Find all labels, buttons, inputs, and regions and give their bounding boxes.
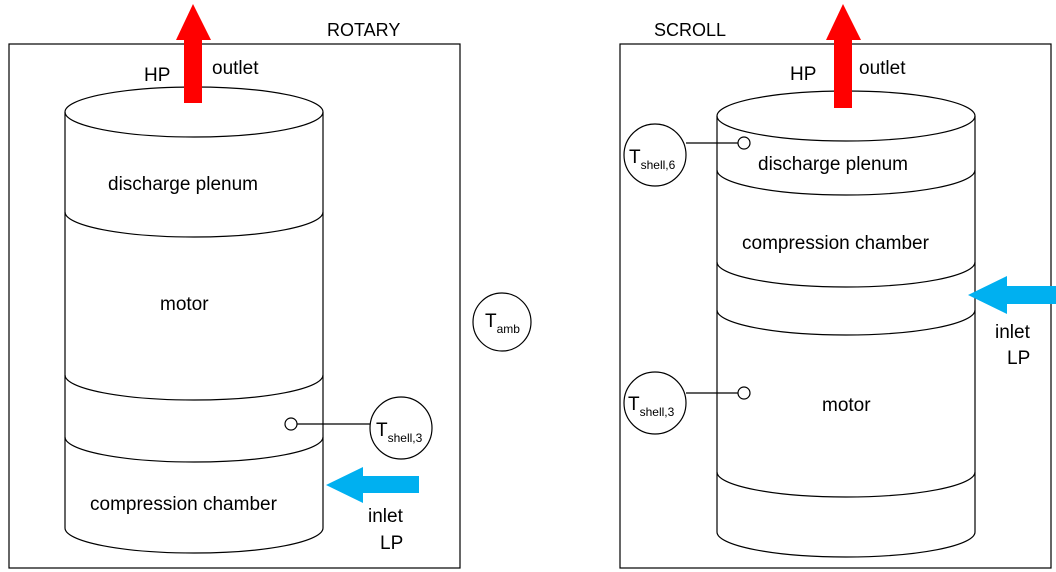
rotary-shell3-probe: Tshell,3 xyxy=(284,396,433,460)
rotary-divider-3 xyxy=(64,436,324,463)
ambient-text: Tamb xyxy=(485,311,520,336)
scroll-shell6-sensor-point xyxy=(737,136,751,150)
rotary-cylinder xyxy=(64,86,324,554)
scroll-cylinder xyxy=(716,90,976,558)
rotary-frame xyxy=(8,43,461,569)
scroll-cylinder-bottom xyxy=(716,531,976,558)
rotary-lp-label: LP xyxy=(380,533,403,554)
scroll-lp-label: LP xyxy=(1007,348,1030,369)
rotary-inlet-label: inlet xyxy=(368,506,404,527)
scroll-hp-label: HP xyxy=(790,64,816,85)
scroll-outlet-arrow xyxy=(826,4,861,108)
scroll-shell3-probe: Tshell,3 xyxy=(623,371,751,435)
scroll-discharge-plenum-label: discharge plenum xyxy=(758,154,908,175)
scroll-shell3-sensor-point xyxy=(737,386,751,400)
rotary-hp-label: HP xyxy=(144,65,170,86)
ambient-probe: Tamb xyxy=(472,292,532,352)
scroll-outlet-label: outlet xyxy=(859,58,906,79)
scroll-divider-1 xyxy=(716,169,976,196)
rotary-compression-chamber-label: compression chamber xyxy=(90,494,278,515)
rotary-shell3-bubble xyxy=(369,396,433,460)
scroll-divider-4 xyxy=(716,471,976,498)
scroll-shell3-text: Tshell,3 xyxy=(628,394,675,419)
rotary-divider-2 xyxy=(64,374,324,401)
scroll-shell6-text: Tshell,6 xyxy=(629,147,676,172)
rotary-outlet-label: outlet xyxy=(212,58,259,79)
rotary-cylinder-bottom xyxy=(64,527,324,554)
scroll-inlet-label: inlet xyxy=(995,322,1031,343)
scroll-shell3-bubble xyxy=(623,371,687,435)
scroll-motor-label: motor xyxy=(822,395,871,416)
scroll-title: SCROLL xyxy=(654,20,726,40)
scroll-frame xyxy=(619,43,1052,569)
rotary-inlet-arrow xyxy=(326,467,419,503)
scroll-divider-3 xyxy=(716,309,976,336)
scroll-panel: SCROLL HP outlet discharge plenum compre… xyxy=(619,4,1056,569)
ambient-bubble xyxy=(472,292,532,352)
scroll-inlet-arrow xyxy=(968,276,1056,314)
rotary-divider-1 xyxy=(64,211,324,238)
rotary-title: ROTARY xyxy=(327,20,400,40)
rotary-shell3-sensor-point xyxy=(284,417,298,431)
rotary-discharge-plenum-label: discharge plenum xyxy=(108,174,258,195)
scroll-compression-chamber-label: compression chamber xyxy=(742,233,930,254)
scroll-shell6-bubble xyxy=(623,123,687,187)
scroll-divider-2 xyxy=(716,261,976,288)
rotary-motor-label: motor xyxy=(160,294,209,315)
rotary-outlet-arrow xyxy=(176,4,211,103)
scroll-shell6-probe: Tshell,6 xyxy=(623,123,751,187)
rotary-panel: ROTARY HP outlet discharge plenum motor … xyxy=(8,4,461,569)
rotary-shell3-text: Tshell,3 xyxy=(376,420,423,445)
